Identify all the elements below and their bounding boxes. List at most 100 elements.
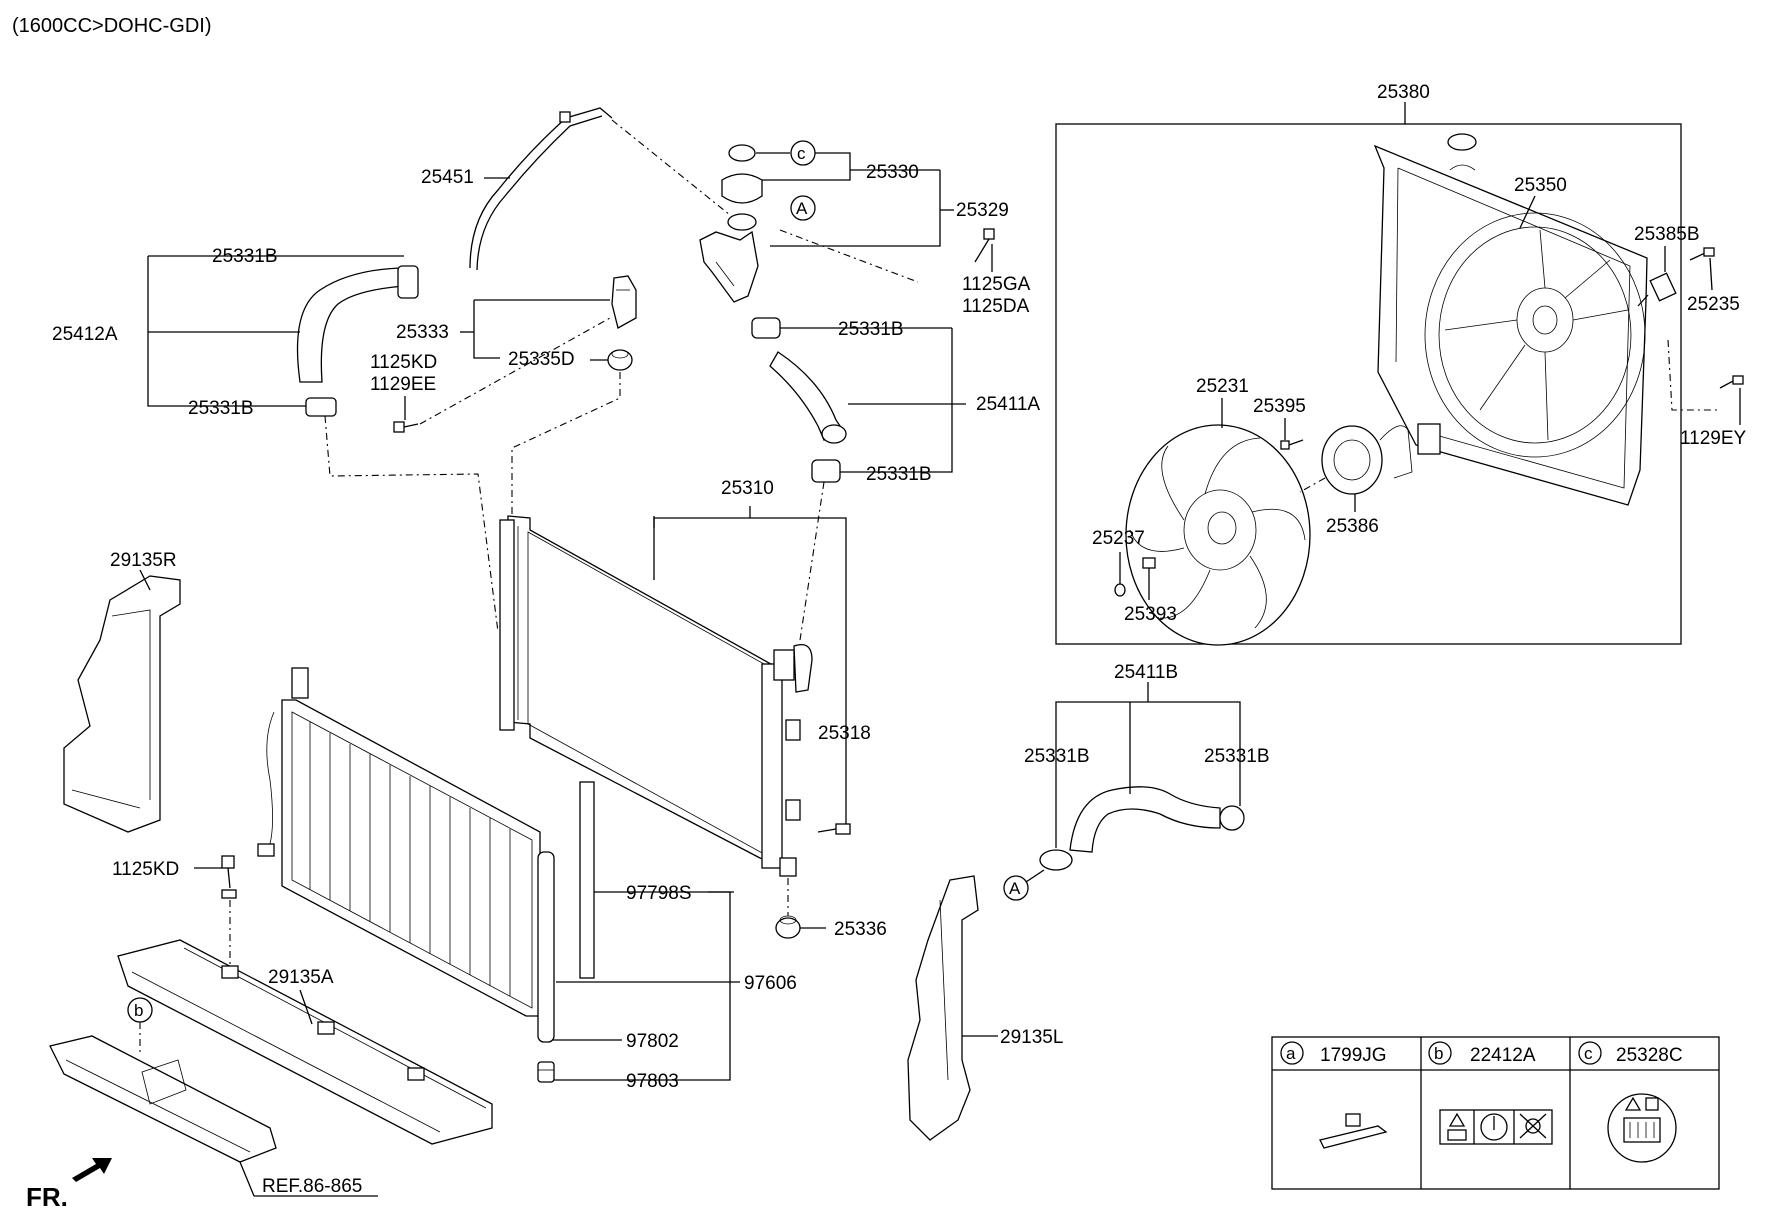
callout-c-letter: c: [797, 144, 806, 163]
bracket-25333: [611, 275, 637, 329]
radiator: [499, 515, 813, 877]
overflow-hose: [469, 107, 731, 271]
label-25331B-6: 25331B: [1204, 746, 1270, 767]
undercover-ref: [49, 1035, 277, 1163]
label-25393: 25393: [1124, 604, 1177, 625]
legend-part-a: 1799JG: [1320, 1045, 1387, 1066]
label-29135A: 29135A: [268, 967, 334, 988]
label-1129EE: 1129EE: [370, 374, 436, 395]
callout-b-letter: b: [134, 1001, 143, 1020]
label-25385B: 25385B: [1634, 224, 1700, 245]
leader-25329-bracket: [770, 170, 941, 247]
dash-25335D: [511, 372, 621, 516]
legend-part-b: 22412A: [1470, 1045, 1536, 1066]
label-25411B: 25411B: [1114, 662, 1178, 683]
dash-25412A: [324, 415, 499, 633]
label-25318: 25318: [818, 723, 871, 744]
engine-header: (1600CC>DOHC-GDI): [12, 15, 211, 37]
leader-25350: [1519, 195, 1536, 229]
label-1129EY: 1129EY: [1680, 428, 1747, 449]
fan-assembly-box: [1055, 123, 1682, 645]
label-25331B-4: 25331B: [866, 464, 932, 485]
label-1125GA: 1125GA: [962, 274, 1031, 295]
leader-25330-bracket: [762, 152, 851, 181]
label-25329: 25329: [956, 200, 1009, 221]
leader-29135A: [299, 989, 313, 1025]
legend-letter-a: a: [1286, 1044, 1296, 1063]
bolt-1129EY: [1719, 375, 1744, 389]
cooling-fan-blade: [1125, 424, 1311, 646]
leader-A-bottom: [1025, 869, 1045, 883]
label-1125DA: 1125DA: [962, 296, 1030, 317]
carrier-29135A: [117, 939, 493, 1145]
front-arrow-icon: [72, 1158, 112, 1182]
dash-25411A: [799, 481, 825, 641]
bolt-25395: [1280, 439, 1304, 450]
label-25336: 25336: [834, 919, 887, 940]
caution-label-icon: [1439, 1109, 1553, 1145]
label-29135R: 29135R: [110, 550, 177, 571]
air-guard-left: [907, 875, 979, 1141]
bolt-1125KD-lower: [221, 855, 237, 899]
cap-warning-label-icon: [1607, 1093, 1677, 1163]
label-25386: 25386: [1326, 516, 1379, 537]
bolt-1125GA: [974, 228, 995, 263]
leader-29135R: [139, 569, 151, 591]
legend-letter-b: b: [1434, 1044, 1443, 1063]
label-97606: 97606: [744, 973, 797, 994]
radiator-cap: [721, 144, 763, 204]
label-25451: 25451: [421, 167, 474, 188]
legend-item-b: b 22412A: [1428, 1041, 1553, 1145]
upper-hose-right: [751, 317, 847, 483]
leader-25235: [1709, 257, 1713, 291]
fan-assembly-group: 25380 25350 25385B: [1055, 82, 1747, 646]
callout-A-bottom: [1003, 875, 1029, 901]
label-25335D: 25335D: [508, 349, 575, 370]
front-direction-label: FR.: [26, 1182, 68, 1211]
label-25411A: 25411A: [976, 394, 1040, 415]
bolt-1129EE: [393, 421, 419, 433]
dash-1125GA: [779, 229, 919, 283]
air-guard-right: [63, 575, 181, 833]
label-25331B-1: 25331B: [212, 246, 278, 267]
drain-plug-25318: [817, 823, 851, 835]
label-97803: 97803: [626, 1071, 679, 1092]
legend-item-a: a 1799JG: [1280, 1041, 1388, 1149]
label-25235: 25235: [1687, 294, 1740, 315]
callout-A-top: [790, 195, 816, 221]
leader-97606-bracket: [546, 891, 731, 1081]
label-25237: 25237: [1092, 528, 1145, 549]
label-25412A: 25412A: [52, 324, 118, 345]
dash-1129EE: [419, 317, 611, 425]
bolt-dash-1129EY: [1667, 339, 1720, 411]
filler-neck: [699, 213, 759, 303]
label-25350: 25350: [1514, 175, 1567, 196]
label-25333: 25333: [396, 322, 449, 343]
label-25331B-3: 25331B: [838, 319, 904, 340]
label-1125KD-2: 1125KD: [112, 859, 179, 880]
label-25331B-5: 25331B: [1024, 746, 1090, 767]
seal-97798S: [579, 781, 595, 979]
clip-25237: [1114, 583, 1126, 597]
label-97802: 97802: [626, 1031, 679, 1052]
label-25395: 25395: [1253, 396, 1306, 417]
label-25231: 25231: [1196, 376, 1249, 397]
mount-25335D: [607, 349, 633, 371]
legend-part-c: 25328C: [1616, 1045, 1683, 1066]
legend-item-c: c 25328C: [1578, 1041, 1683, 1163]
label-25330: 25330: [866, 162, 919, 183]
washer-25393: [1142, 557, 1156, 569]
label-25331B-2: 25331B: [188, 398, 254, 419]
callout-A-bottom-letter: A: [1009, 879, 1021, 898]
mount-25336: [775, 915, 801, 939]
connector-25385B: [1637, 247, 1715, 307]
fan-shroud: [1373, 133, 1648, 506]
lower-hose: [1039, 786, 1245, 871]
fan-motor: [1299, 423, 1441, 495]
condenser: [257, 667, 555, 1043]
callout-A-top-letter: A: [796, 199, 808, 218]
leader-25412A-bracket: [147, 256, 306, 407]
upper-hose-left: [296, 265, 419, 417]
legend-table: a 1799JG b 22412A c 25328C: [1271, 1036, 1720, 1190]
